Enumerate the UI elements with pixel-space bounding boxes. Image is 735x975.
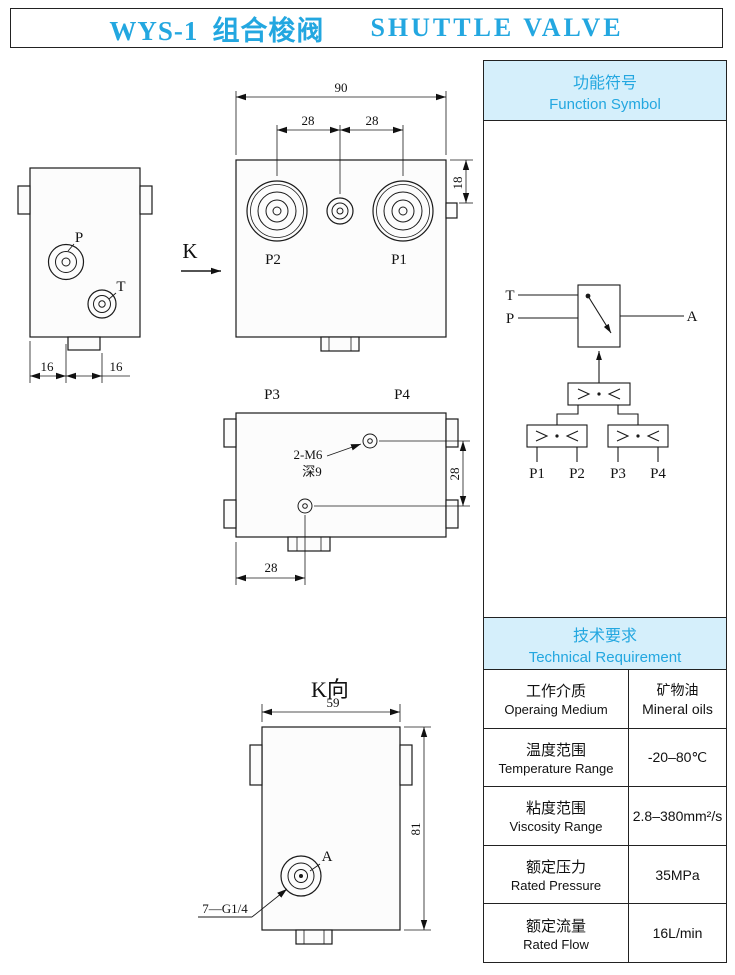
dim-81: 81	[408, 823, 423, 836]
symbol-label-p2: P2	[569, 466, 585, 482]
function-symbol-diagram: T P A P1 P2 P3 P4	[484, 121, 726, 618]
dim-28-right: 28	[366, 113, 379, 128]
port-label-p1: P1	[391, 252, 407, 268]
front-view	[235, 91, 473, 352]
spec-label-cn: 粘度范围	[525, 800, 586, 818]
spec-label-en: Operaing Medium	[504, 702, 608, 718]
spec-label-en: Rated Pressure	[510, 878, 602, 894]
spec-value-operating-medium: 矿物油 Mineral oils	[629, 670, 726, 728]
spec-label-rated-pressure: 额定压力 Rated Pressure	[484, 845, 629, 904]
spec-label-en: Rated Flow	[523, 936, 589, 952]
port-label-a: A	[322, 849, 333, 865]
spec-label-cn: 额定压力	[525, 859, 586, 877]
port-label-p2: P2	[265, 252, 281, 268]
symbol-label-p4: P4	[650, 466, 666, 482]
spec-table: 工作介质 Operaing Medium 矿物油 Mineral oils 温度…	[484, 670, 726, 962]
function-symbol-header: 功能符号 Function Symbol	[484, 61, 726, 121]
bottom-view	[223, 412, 470, 585]
spec-value-line1: 16L/min	[652, 925, 703, 942]
spec-value-temperature-range: -20–80℃	[629, 729, 726, 787]
symbol-label-p3: P3	[610, 466, 626, 482]
spec-value-rated-pressure: 35MPa	[629, 846, 726, 904]
spec-row-operating-medium: 工作介质 Operaing Medium 矿物油 Mineral oils	[484, 670, 726, 729]
spec-label-rated-flow: 额定流量 Rated Flow	[484, 904, 629, 962]
dim-90: 90	[335, 80, 348, 95]
spec-label-en: Viscosity Range	[509, 819, 603, 835]
title-chinese: 组合梭阀	[212, 15, 325, 46]
schematic-lines	[518, 284, 684, 462]
dim-16-left: 16	[41, 359, 55, 374]
side-panel: 功能符号 Function Symbol	[483, 60, 727, 963]
function-symbol-header-en: Function Symbol	[549, 95, 661, 113]
k-view-title: K向	[311, 677, 349, 702]
title-english: SHUTTLE VALVE	[370, 13, 624, 42]
technical-requirement-header-en: Technical Requirement	[528, 648, 682, 666]
spec-value-line1: 矿物油	[656, 682, 699, 699]
spec-value-viscosity-range: 2.8–380mm²/s	[629, 787, 726, 845]
symbol-label-p: P	[506, 311, 514, 327]
k-direction-label: K	[182, 239, 197, 263]
symbol-label-a: A	[687, 309, 698, 325]
port-label-p4: P4	[394, 387, 410, 403]
spec-value-line2: Mineral oils	[642, 701, 713, 718]
port-thread-note: 7—G1/4	[202, 901, 248, 916]
spec-value-line1: 35MPa	[655, 866, 700, 883]
title-bar: WYS-1 组合梭阀 SHUTTLE VALVE	[10, 8, 723, 48]
port-label-p3: P3	[264, 387, 280, 403]
spec-row-rated-flow: 额定流量 Rated Flow 16L/min	[484, 904, 726, 962]
spec-row-rated-pressure: 额定压力 Rated Pressure 35MPa	[484, 845, 726, 905]
spec-row-temperature-range: 温度范围 Temperature Range -20–80℃	[484, 728, 726, 788]
side-view	[17, 167, 153, 383]
spec-label-cn: 工作介质	[525, 683, 586, 701]
spec-label-viscosity-range: 粘度范围 Viscosity Range	[484, 787, 629, 845]
hydraulic-schematic: T P A P1 P2 P3 P4	[505, 284, 698, 482]
port-label-p: P	[75, 230, 83, 246]
dim-18: 18	[450, 177, 465, 190]
dim-28-left: 28	[302, 113, 315, 128]
symbol-label-p1: P1	[529, 466, 545, 482]
symbol-label-t: T	[505, 288, 514, 304]
technical-requirement-header-cn: 技术要求	[572, 627, 637, 645]
spec-label-cn: 额定流量	[525, 917, 586, 935]
title-chinese-group: WYS-1 组合梭阀	[109, 9, 324, 48]
thread-note-line1: 2-M6	[294, 447, 323, 462]
thread-note-line2: 深9	[302, 464, 322, 479]
model-number: WYS-1	[109, 15, 199, 46]
spec-value-line1: 2.8–380mm²/s	[632, 807, 723, 824]
dim-28-vertical: 28	[447, 468, 462, 481]
spec-label-temperature-range: 温度范围 Temperature Range	[484, 728, 629, 787]
spec-label-cn: 温度范围	[525, 741, 586, 759]
technical-requirement-header: 技术要求 Technical Requirement	[484, 618, 726, 670]
spec-value-rated-flow: 16L/min	[629, 904, 726, 962]
spec-label-en: Temperature Range	[498, 760, 614, 776]
dim-59: 59	[327, 695, 340, 710]
dim-28-horizontal: 28	[265, 560, 278, 575]
dim-16-right: 16	[110, 359, 124, 374]
port-label-t: T	[116, 279, 125, 295]
spec-label-operating-medium: 工作介质 Operaing Medium	[484, 670, 629, 728]
k-view	[198, 704, 431, 945]
spec-value-line1: -20–80℃	[647, 748, 708, 765]
spec-row-viscosity-range: 粘度范围 Viscosity Range 2.8–380mm²/s	[484, 787, 726, 846]
function-symbol-header-cn: 功能符号	[572, 74, 637, 92]
